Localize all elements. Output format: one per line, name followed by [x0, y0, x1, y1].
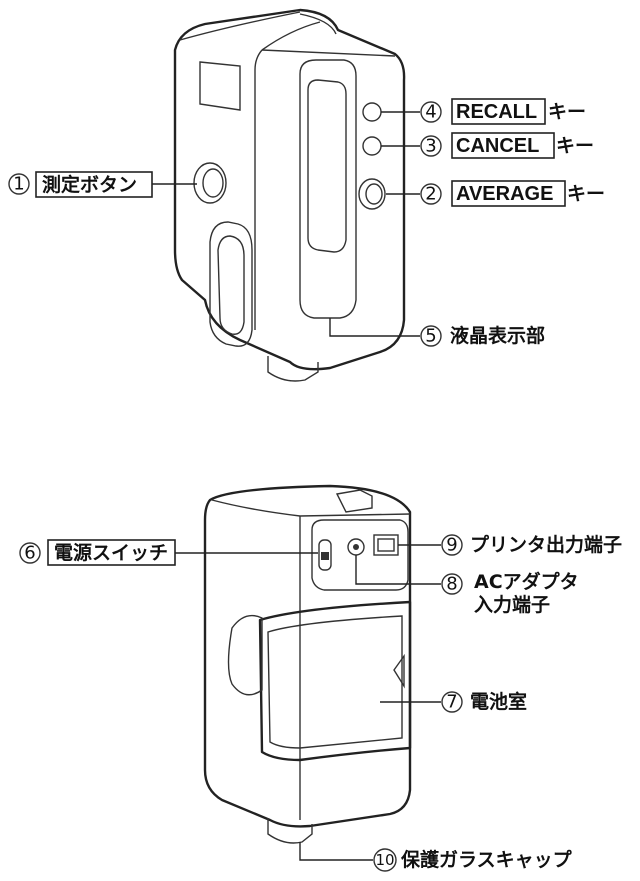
callout-number: 4	[425, 102, 436, 123]
key-suffix: キー	[567, 183, 605, 205]
callout-number: 10	[375, 851, 394, 869]
callout-6: 6 電源スイッチ	[19, 539, 318, 566]
callout-4: 4 RECALL キー	[381, 98, 586, 125]
ac-adapter-label-line2: 入力端子	[474, 593, 550, 616]
recall-key-label: RECALL	[456, 101, 537, 123]
callout-number: 5	[425, 326, 436, 347]
callout-number: 6	[24, 543, 35, 564]
callout-1: 1 測定ボタン	[8, 171, 197, 198]
callout-number: 8	[446, 574, 457, 595]
cancel-key-label: CANCEL	[456, 135, 539, 157]
callout-2: 2 AVERAGE キー	[386, 180, 605, 207]
key-suffix: キー	[548, 101, 586, 123]
device-rear-view	[203, 484, 412, 844]
ac-adapter-label-line1: ACアダプタ	[474, 570, 579, 593]
average-key-label: AVERAGE	[456, 183, 553, 205]
battery-compartment-label: 電池室	[470, 690, 527, 713]
measure-button-label: 測定ボタン	[42, 173, 137, 196]
callout-5: 5 液晶表示部	[329, 318, 545, 347]
callout-8: 8 ACアダプタ 入力端子	[355, 555, 579, 616]
callout-10: 10 保護ガラスキャップ	[299, 842, 573, 872]
protective-glass-cap-label: 保護ガラスキャップ	[400, 848, 573, 871]
callout-number: 7	[446, 692, 457, 713]
callout-number: 2	[425, 184, 436, 205]
callout-number: 3	[425, 136, 436, 157]
callout-3: 3 CANCEL キー	[381, 132, 594, 159]
key-suffix: キー	[556, 135, 594, 157]
callout-number: 1	[13, 174, 24, 195]
callout-9: 9 プリンタ出力端子	[398, 533, 622, 556]
power-switch-label: 電源スイッチ	[54, 541, 168, 564]
printer-output-label: プリンタ出力端子	[470, 533, 622, 556]
device-front-view	[173, 8, 406, 382]
callout-number: 9	[446, 535, 457, 556]
lcd-display-label: 液晶表示部	[450, 324, 545, 347]
callout-7: 7 電池室	[380, 690, 527, 713]
